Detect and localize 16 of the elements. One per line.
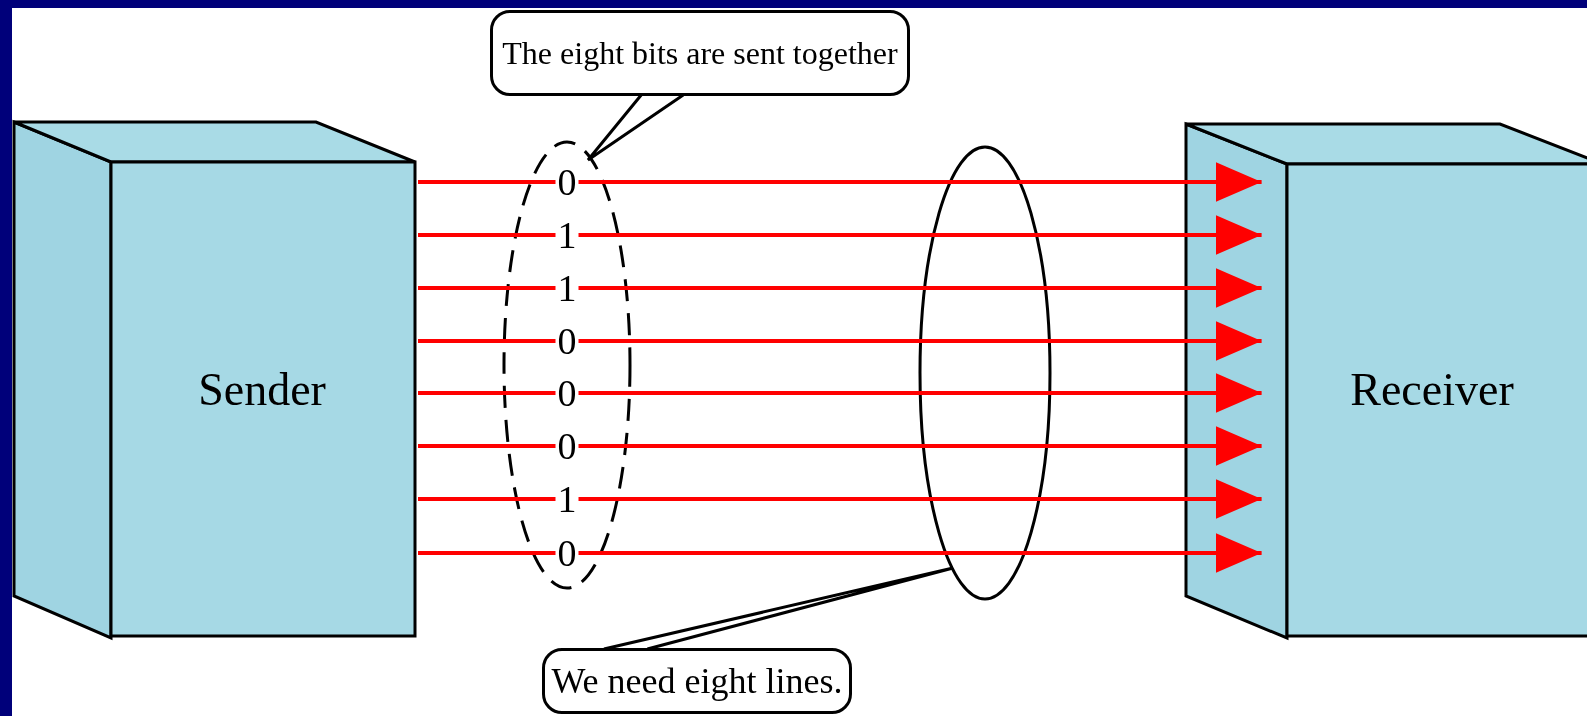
arrow [418,426,1262,466]
arrow [418,215,1262,255]
block-label: Receiver [1350,363,1514,416]
arrow [418,533,1262,573]
arrow [418,479,1262,519]
callout-text: We need eight lines. [551,660,843,702]
block-label: Sender [198,363,326,416]
leader-line [586,93,685,162]
arrow [418,162,1262,202]
callout-text: The eight bits are sent together [502,34,898,72]
arrow [418,268,1262,308]
leader-line [603,566,955,651]
callout-bubble [490,10,910,96]
callout-bubble [542,648,852,714]
arrow [418,373,1262,413]
arrow [418,321,1262,361]
